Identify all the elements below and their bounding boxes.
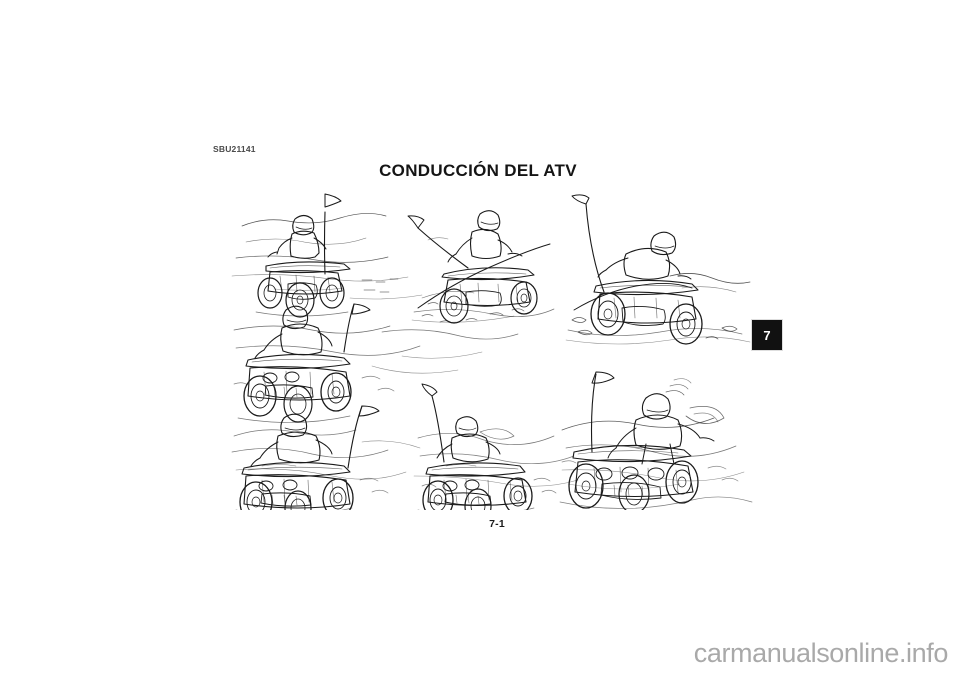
chapter-tab-7[interactable]: 7 <box>752 320 782 350</box>
illustration-atv-front-view-riding <box>413 383 579 510</box>
illustration-atv-rear-view-flag <box>231 193 423 318</box>
atv-riding-illustration-collage <box>222 180 762 510</box>
illustration-atv-descending-slope <box>565 194 751 345</box>
illustration-atv-front-view-turning <box>231 405 421 510</box>
illustration-atv-standing-rider <box>559 371 753 510</box>
site-watermark: carmanualsonline.info <box>693 638 949 668</box>
section-code-label: SBU21141 <box>213 144 256 154</box>
page-title: CONDUCCIÓN DEL ATV <box>379 161 577 181</box>
illustration-atv-climbing-hill <box>407 210 555 324</box>
page-number-text: 7-1 <box>489 518 505 530</box>
page-number: 7-1 <box>0 518 960 530</box>
illustration-atv-traversing-slope <box>233 303 519 423</box>
